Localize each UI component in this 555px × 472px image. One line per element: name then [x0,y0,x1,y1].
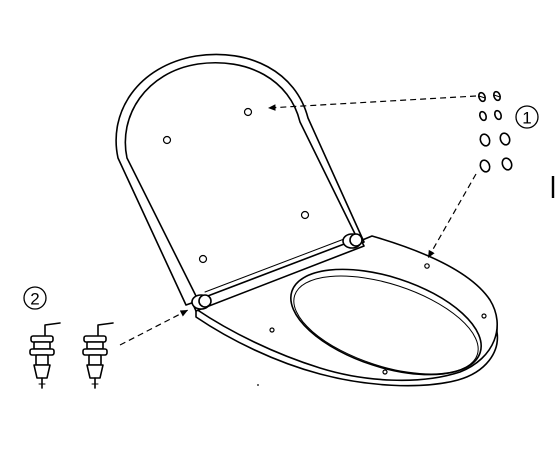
seat-bumper-mark [382,369,388,375]
hinge-fitting-right [82,322,114,389]
seat-bumper-mark [481,313,487,319]
hinge-cylinder-left [191,294,212,310]
callout-2: 2 [23,286,47,310]
leader-arrows [119,95,477,346]
toilet-seat-ring [195,235,499,387]
arrow-hinges-to-seat [119,309,189,346]
lid-bumper-hole [198,254,208,264]
hinge-fitting-left [29,322,61,389]
lid-bumper-hole [162,135,172,145]
screws-icon [477,90,513,173]
callout-1-label: 1 [522,109,531,128]
hinge-cylinder-right [342,233,363,249]
lid-bumper-hole [300,210,310,220]
seat-mount-hole [424,263,430,269]
toilet-lid [115,53,365,312]
callout-2-label: 2 [30,290,39,309]
hinge-fitting-icon [29,322,114,389]
callout-1: 1 [515,105,539,129]
seat-bumper-mark [269,327,275,333]
arrow-screws-to-lid [267,95,477,111]
lid-bumper-hole [243,107,253,117]
arrow-screws-to-seat [427,173,477,259]
